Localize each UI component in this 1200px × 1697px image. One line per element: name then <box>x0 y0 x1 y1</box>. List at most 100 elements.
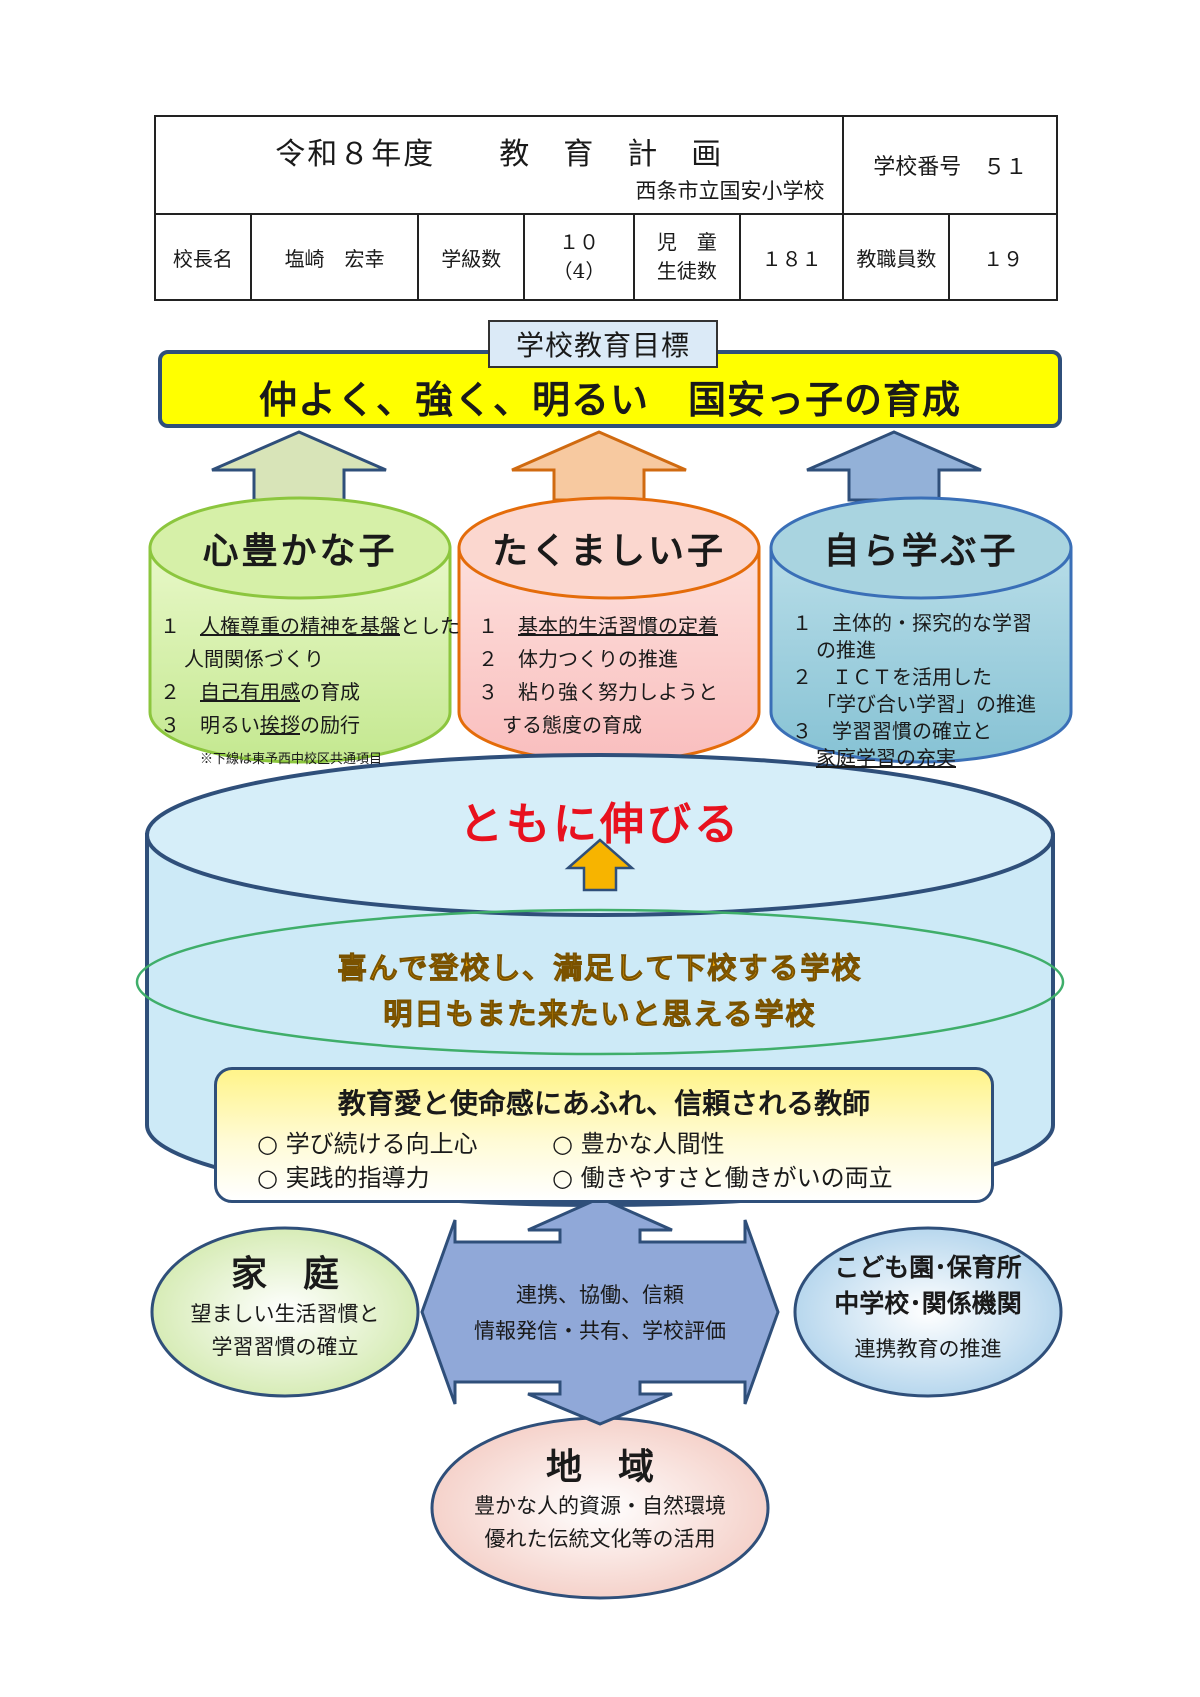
teacher-item-2: ○ 豊かな人間性 <box>552 1130 725 1158</box>
four-way-arrow <box>420 1196 780 1426</box>
community-text-1: 豊かな人的資源・自然環境 <box>474 1494 726 1518</box>
item-text: の育成 <box>300 680 360 704</box>
item-number: １ <box>160 614 200 638</box>
column-1-item-1: ２ 体力つくりの推進 <box>478 643 718 676</box>
column-2-item-4: ３ 学習習慣の確立と <box>792 718 1036 745</box>
item-number <box>160 643 184 676</box>
arrow-up-blue <box>806 430 982 502</box>
plan-title: 令和８年度 教 育 計 画 <box>275 137 724 172</box>
item-text: 粘り強く努力しようと <box>518 680 718 704</box>
school-name: 西条市立国安小学校 <box>635 179 825 203</box>
home-text: 望ましい生活習慣と 学習習慣の確立 <box>152 1298 418 1364</box>
column-1-item-3: する態度の育成 <box>478 709 718 742</box>
item-text: 自己有用感 <box>200 680 300 704</box>
column-0-item-0: １ 人権尊重の精神を基盤とした <box>160 610 460 643</box>
principal-label: 校長名 <box>154 213 252 301</box>
home-text-1: 望ましい生活習慣と <box>190 1302 380 1326</box>
class-count-value: １０ <box>559 230 600 254</box>
teacher-item-1: ○ 学び続ける向上心 <box>257 1130 478 1158</box>
item-number <box>478 709 502 742</box>
class-count-label: 学級数 <box>417 213 526 301</box>
school-ideal-line-2: 明日もまた来たいと思える学校 <box>383 997 817 1032</box>
column-title-takumashii: たくましい子 <box>491 531 726 572</box>
home-title: 家 庭 <box>230 1254 339 1295</box>
teacher-title: 教育愛と使命感にあふれ、信頼される教師 <box>337 1087 871 1120</box>
column-2-item-0: １ 主体的・探究的な学習 <box>792 610 1036 637</box>
item-text: 「学び合い学習」の推進 <box>816 692 1036 716</box>
item-number: ２ <box>478 647 518 671</box>
item-text: する態度の育成 <box>502 713 642 737</box>
item-number <box>792 691 816 718</box>
students-label-2: 生徒数 <box>656 259 717 283</box>
item-text: 人権尊重の精神を基盤 <box>200 614 400 638</box>
community-title: 地 域 <box>545 1447 654 1488</box>
institutions-title: こども園･保育所 中学校･関係機関 <box>795 1250 1061 1322</box>
item-number: １ <box>478 614 518 638</box>
staff-label: 教職員数 <box>842 213 951 301</box>
item-text: ＩＣＴを活用した <box>832 665 992 689</box>
community-text: 豊かな人的資源・自然環境 優れた伝統文化等の活用 <box>432 1490 768 1556</box>
school-ideal-ellipse <box>135 908 1065 1056</box>
arrow-up-orange <box>511 430 687 502</box>
class-count-cell: １０ （4） <box>523 213 635 301</box>
column-1-item-0: １ 基本的生活習慣の定着 <box>478 610 718 643</box>
principal-name: 塩崎 宏幸 <box>249 213 420 301</box>
cylinder-mizukara <box>769 496 1073 764</box>
goal-text: 仲よく、強く、明るい 国安っ子の育成 <box>258 377 961 422</box>
arrow-up-small <box>564 838 636 892</box>
item-number: ２ <box>160 680 200 704</box>
item-number <box>792 745 816 772</box>
item-text: 明るい <box>200 713 260 737</box>
arrow-up-green <box>211 430 387 502</box>
institutions-text: 連携教育の推進 <box>854 1337 1002 1361</box>
column-0-item-1: 人間関係づくり <box>160 643 460 676</box>
school-ideal-line-1: 喜んで登校し、満足して下校する学校 <box>337 951 863 986</box>
home-text-2: 学習習慣の確立 <box>211 1335 359 1359</box>
title-cell: 令和８年度 教 育 計 画 西条市立国安小学校 <box>153 115 845 215</box>
teacher-item-3: ○ 実践的指導力 <box>257 1164 430 1192</box>
students-value: １８１ <box>738 213 845 301</box>
column-0-item-3: ３ 明るい挨拶の励行 <box>160 709 460 742</box>
column-2-item-3: 「学び合い学習」の推進 <box>792 691 1036 718</box>
column-0-item-2: ２ 自己有用感の育成 <box>160 676 460 709</box>
item-number: ２ <box>792 665 832 689</box>
school-number: 学校番号 ５１ <box>842 115 1058 215</box>
item-text: の励行 <box>300 713 360 737</box>
students-label-1: 児 童 <box>656 230 717 254</box>
school-ideal-text: 喜んで登校し、満足して下校する学校 明日もまた来たいと思える学校 <box>200 945 1000 1037</box>
header-table: 令和８年度 教 育 計 画 西条市立国安小学校 学校番号 ５１ 校長名 塩崎 宏… <box>153 115 1058 301</box>
community-text-2: 優れた伝統文化等の活用 <box>484 1527 716 1551</box>
collaboration-text-2: 情報発信・共有、学校評価 <box>474 1319 726 1343</box>
collaboration-text-1: 連携、協働、信頼 <box>516 1283 684 1307</box>
institutions-oval <box>793 1226 1063 1398</box>
column-title-mizukara: 自ら学ぶ子 <box>823 531 1019 572</box>
institutions-title-1: こども園･保育所 <box>834 1253 1022 1282</box>
teacher-item-4: ○ 働きやすさと働きがいの両立 <box>552 1164 893 1192</box>
goal-label: 学校教育目標 <box>488 320 718 368</box>
item-number: １ <box>792 611 832 635</box>
item-text: 基本的生活習慣の定着 <box>518 614 718 638</box>
item-number: ３ <box>478 680 518 704</box>
class-count-sub: （4） <box>552 259 606 283</box>
institutions-title-2: 中学校･関係機関 <box>834 1289 1022 1318</box>
column-title-kokoro: 心豊かな子 <box>202 531 398 572</box>
staff-value: １９ <box>948 213 1058 301</box>
item-text: の推進 <box>816 638 876 662</box>
item-number: ３ <box>792 719 832 743</box>
item-text: とした <box>400 614 460 638</box>
students-label-cell: 児 童 生徒数 <box>632 213 741 301</box>
item-number: ３ <box>160 713 200 737</box>
cylinder-takumashii <box>457 496 761 764</box>
column-1-item-2: ３ 粘り強く努力しようと <box>478 676 718 709</box>
collaboration-text: 連携、協働、信頼 情報発信・共有、学校評価 <box>440 1277 760 1349</box>
item-text: 人間関係づくり <box>184 647 324 671</box>
home-oval <box>150 1226 420 1398</box>
item-text: 主体的・探究的な学習 <box>832 611 1032 635</box>
underline-note: ※下線は東予西中校区共通項目 <box>200 752 383 767</box>
item-text: 挨拶 <box>260 713 300 737</box>
item-text: 家庭学習の充実 <box>816 746 956 770</box>
item-text: 学習習慣の確立と <box>832 719 992 743</box>
